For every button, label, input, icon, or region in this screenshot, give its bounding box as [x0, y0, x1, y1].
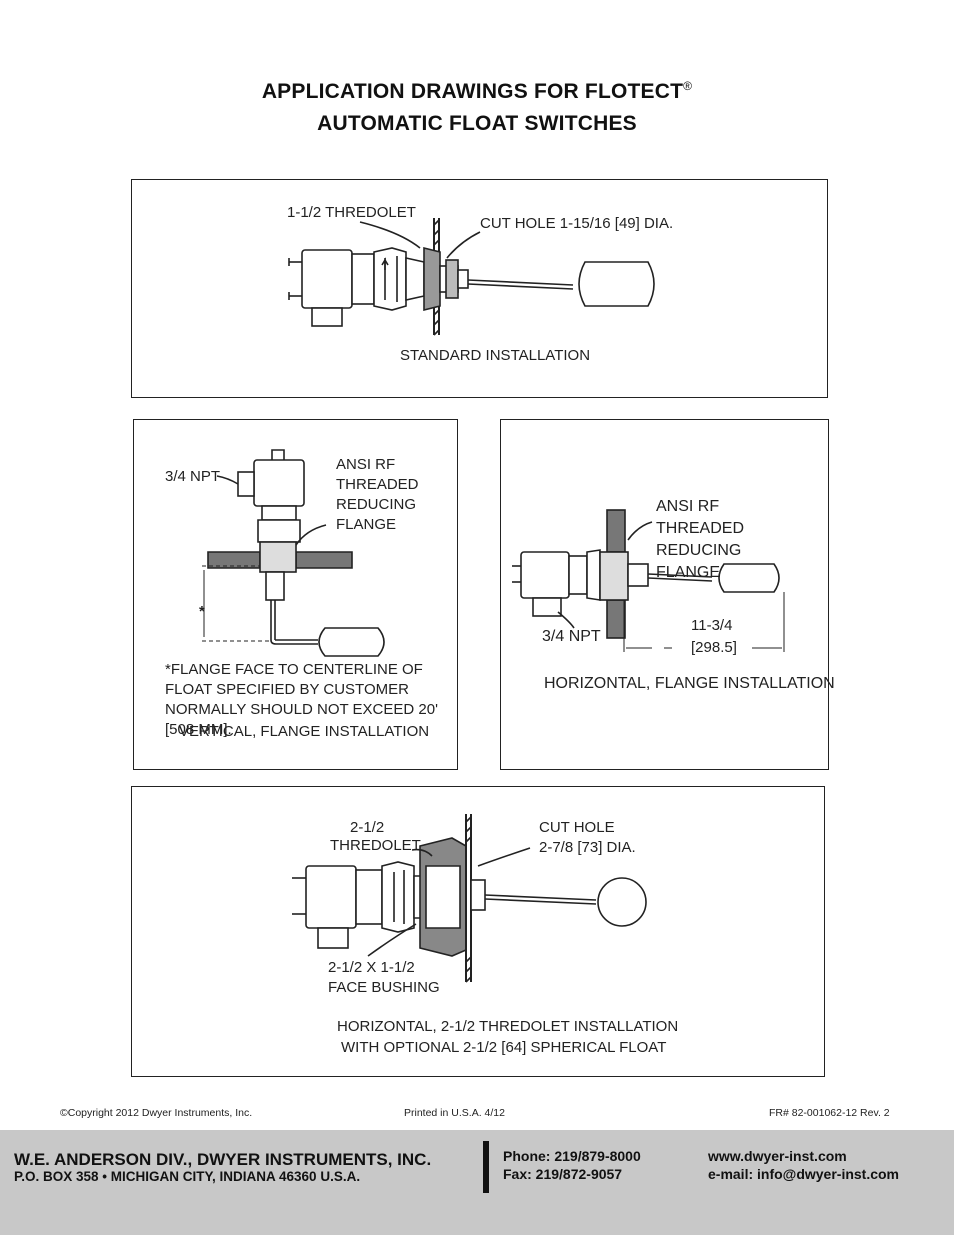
caption-vertical-installation: VERTICAL, FLANGE INSTALLATION — [179, 723, 430, 740]
label-face-bushing-line-1: 2-1/2 X 1-1/2 — [328, 959, 415, 976]
registered-mark: ® — [683, 79, 693, 93]
label-thredolet-1-1-2: 1-1/2 THREDOLET — [287, 204, 416, 221]
dimension-asterisk: * — [199, 603, 205, 620]
label-vertical-flange: ANSI RF THREADED REDUCING FLANGE — [336, 456, 419, 533]
thredolet-installation-panel — [131, 786, 825, 1077]
footer-website[interactable]: www.dwyer-inst.com — [708, 1148, 847, 1164]
footer-fax: Fax: 219/872-9057 — [503, 1166, 623, 1182]
label-thredolet-2-1-2-size: 2-1/2 — [350, 819, 385, 836]
vertical-installation-panel — [133, 419, 458, 770]
copyright-notice: ©Copyright 2012 Dwyer Instruments, Inc. — [60, 1107, 253, 1119]
footer-email[interactable]: e-mail: info@dwyer-inst.com — [708, 1166, 900, 1182]
form-number: FR# 82-001062-12 Rev. 2 — [769, 1107, 890, 1119]
label-horizontal-flange: ANSI RF THREADED REDUCING FLANGE — [656, 498, 745, 581]
dimension-11-3-4: 11-3/4 — [691, 617, 733, 634]
label-vertical-3-4-npt: 3/4 NPT — [165, 468, 221, 485]
dimension-298-5: [298.5] — [691, 639, 737, 656]
label-face-bushing-line-2: FACE BUSHING — [328, 979, 440, 996]
footer-company-name: W.E. ANDERSON DIV., DWYER INSTRUMENTS, I… — [14, 1150, 432, 1169]
label-thredolet-2-1-2: THREDOLET — [330, 837, 421, 854]
standard-installation-panel — [131, 179, 828, 398]
caption-standard-installation: STANDARD INSTALLATION — [400, 347, 591, 364]
footer-phone: Phone: 219/879-8000 — [503, 1148, 641, 1164]
footer-address: P.O. BOX 358 • MICHIGAN CITY, INDIANA 46… — [14, 1169, 361, 1184]
page-title-line-1: APPLICATION DRAWINGS FOR FLOTECT® — [261, 79, 693, 103]
label-horizontal-3-4-npt: 3/4 NPT — [542, 628, 601, 645]
footer-bar — [0, 1130, 954, 1235]
vertical-installation-note: *FLANGE FACE TO CENTERLINE OF FLOAT SPEC… — [165, 661, 438, 738]
page-title-line-2: AUTOMATIC FLOAT SWITCHES — [317, 112, 637, 135]
printed-notice: Printed in U.S.A. 4/12 — [404, 1107, 505, 1119]
footer-divider — [483, 1141, 489, 1193]
label-cut-hole-2-7-8-line-2: 2-7/8 [73] DIA. — [539, 839, 636, 856]
label-cut-hole-1-15-16: CUT HOLE 1-15/16 [49] DIA. — [480, 215, 674, 232]
caption-horizontal-flange: HORIZONTAL, FLANGE INSTALLATION — [544, 675, 835, 692]
caption-thredolet-line-1: HORIZONTAL, 2-1/2 THREDOLET INSTALLATION — [337, 1018, 679, 1035]
label-cut-hole-2-7-8-line-1: CUT HOLE — [539, 819, 615, 836]
caption-thredolet-line-2: WITH OPTIONAL 2-1/2 [64] SPHERICAL FLOAT — [341, 1039, 667, 1056]
horizontal-flange-panel — [500, 419, 829, 770]
